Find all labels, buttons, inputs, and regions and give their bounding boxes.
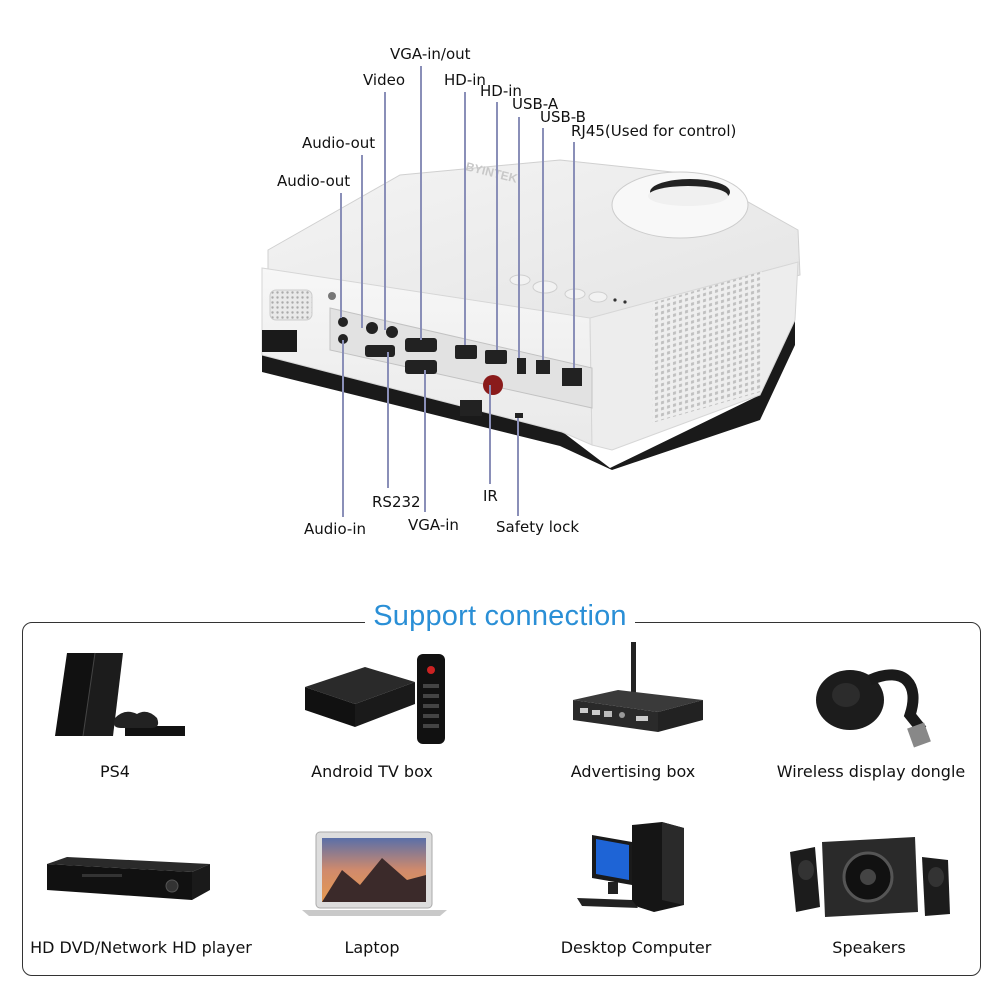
leader-lines [340,66,575,517]
laptop-icon [302,831,447,916]
projector-illustration: BYINTEK [261,66,801,517]
device-advertising-box: Advertising box [570,762,696,781]
label-usb-a: USB-A [512,95,559,113]
device-laptop: Laptop [344,938,400,957]
support-title: Support connection [365,600,635,632]
label-audio-out-2: Audio-out [277,172,351,190]
speakers-icon [790,837,950,917]
label-rs232: RS232 [372,493,421,511]
wireless-dongle-icon [816,669,931,748]
support-title-wrap: Support connection [0,600,1000,633]
label-safety-lock: Safety lock [496,518,580,536]
dvd-player-icon [47,857,210,900]
device-dvd-player: HD DVD/Network HD player [30,938,252,957]
advertising-box-icon [573,642,703,732]
device-desktop-computer: Desktop Computer [560,938,712,957]
label-vga-in-out: VGA-in/out [390,45,471,63]
android-tv-box-icon [305,654,445,744]
label-video: Video [363,71,406,89]
label-hd-in-2: HD-in [480,82,522,100]
device-ps4: PS4 [100,762,130,781]
label-ir: IR [483,487,498,505]
desktop-computer-icon [577,822,684,912]
device-android-tv-box: Android TV box [311,762,433,781]
ps4-console-icon [55,652,185,737]
label-usb-b: USB-B [540,108,586,126]
device-speakers: Speakers [832,938,906,957]
label-vga-in: VGA-in [408,516,459,534]
label-hd-in-1: HD-in [444,71,486,89]
label-audio-out-1: Audio-out [302,134,376,152]
label-rj45: RJ45(Used for control) [571,122,737,140]
device-wireless-dongle: Wireless display dongle [776,762,966,781]
label-audio-in: Audio-in [304,520,366,538]
